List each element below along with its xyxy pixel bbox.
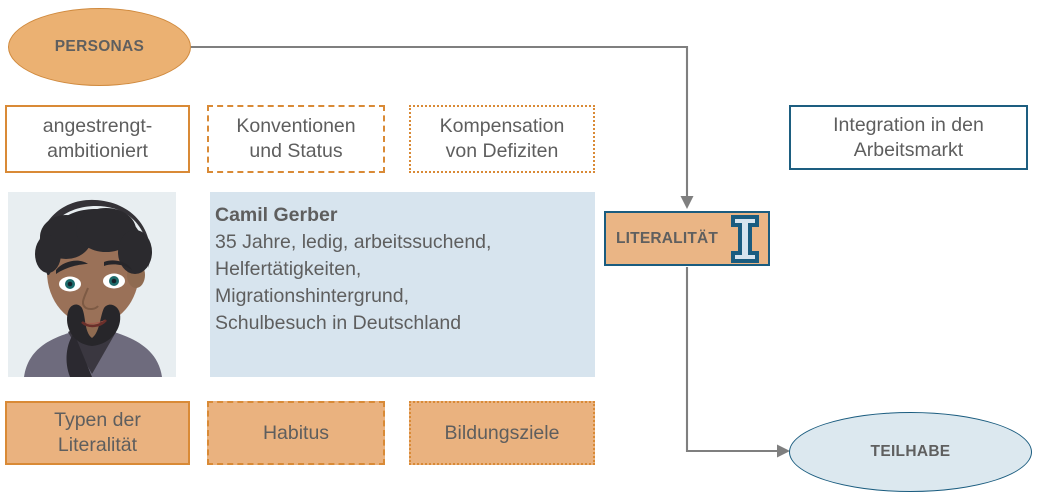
dimension-box-label: Habitus bbox=[262, 421, 330, 444]
node-personas-label: PERSONAS bbox=[54, 38, 145, 55]
arrowhead-down bbox=[680, 196, 694, 209]
dimension-box-bildungsziele[interactable]: Bildungsziele bbox=[409, 401, 595, 465]
persona-description-panel: Camil Gerber 35 Jahre, ledig, arbeitssuc… bbox=[210, 192, 595, 377]
node-teilhabe-label: TEILHABE bbox=[870, 443, 951, 460]
persona-name: Camil Gerber bbox=[215, 204, 338, 226]
persona-photo-panel bbox=[8, 192, 176, 377]
dimension-box-label: Bildungsziele bbox=[444, 421, 560, 444]
portrait-illustration-male-icon bbox=[8, 192, 176, 377]
node-literalitaet[interactable]: LITERALITÄT bbox=[604, 211, 770, 266]
persona-details: 35 Jahre, ledig, arbeitssuchend,Helfertä… bbox=[215, 230, 492, 334]
attribute-box-angestrengt-ambitioniert[interactable]: angestrengt-ambitioniert bbox=[5, 105, 190, 173]
attribute-box-label: angestrengt-ambitioniert bbox=[42, 115, 153, 162]
node-literalitaet-label: LITERALITÄT bbox=[616, 229, 719, 247]
connector-literalitaet-to-teilhabe bbox=[685, 267, 781, 453]
dimension-box-habitus[interactable]: Habitus bbox=[207, 401, 385, 465]
node-personas[interactable]: PERSONAS bbox=[8, 8, 191, 86]
node-teilhabe[interactable]: TEILHABE bbox=[789, 412, 1032, 492]
i-beam-icon bbox=[731, 215, 759, 263]
